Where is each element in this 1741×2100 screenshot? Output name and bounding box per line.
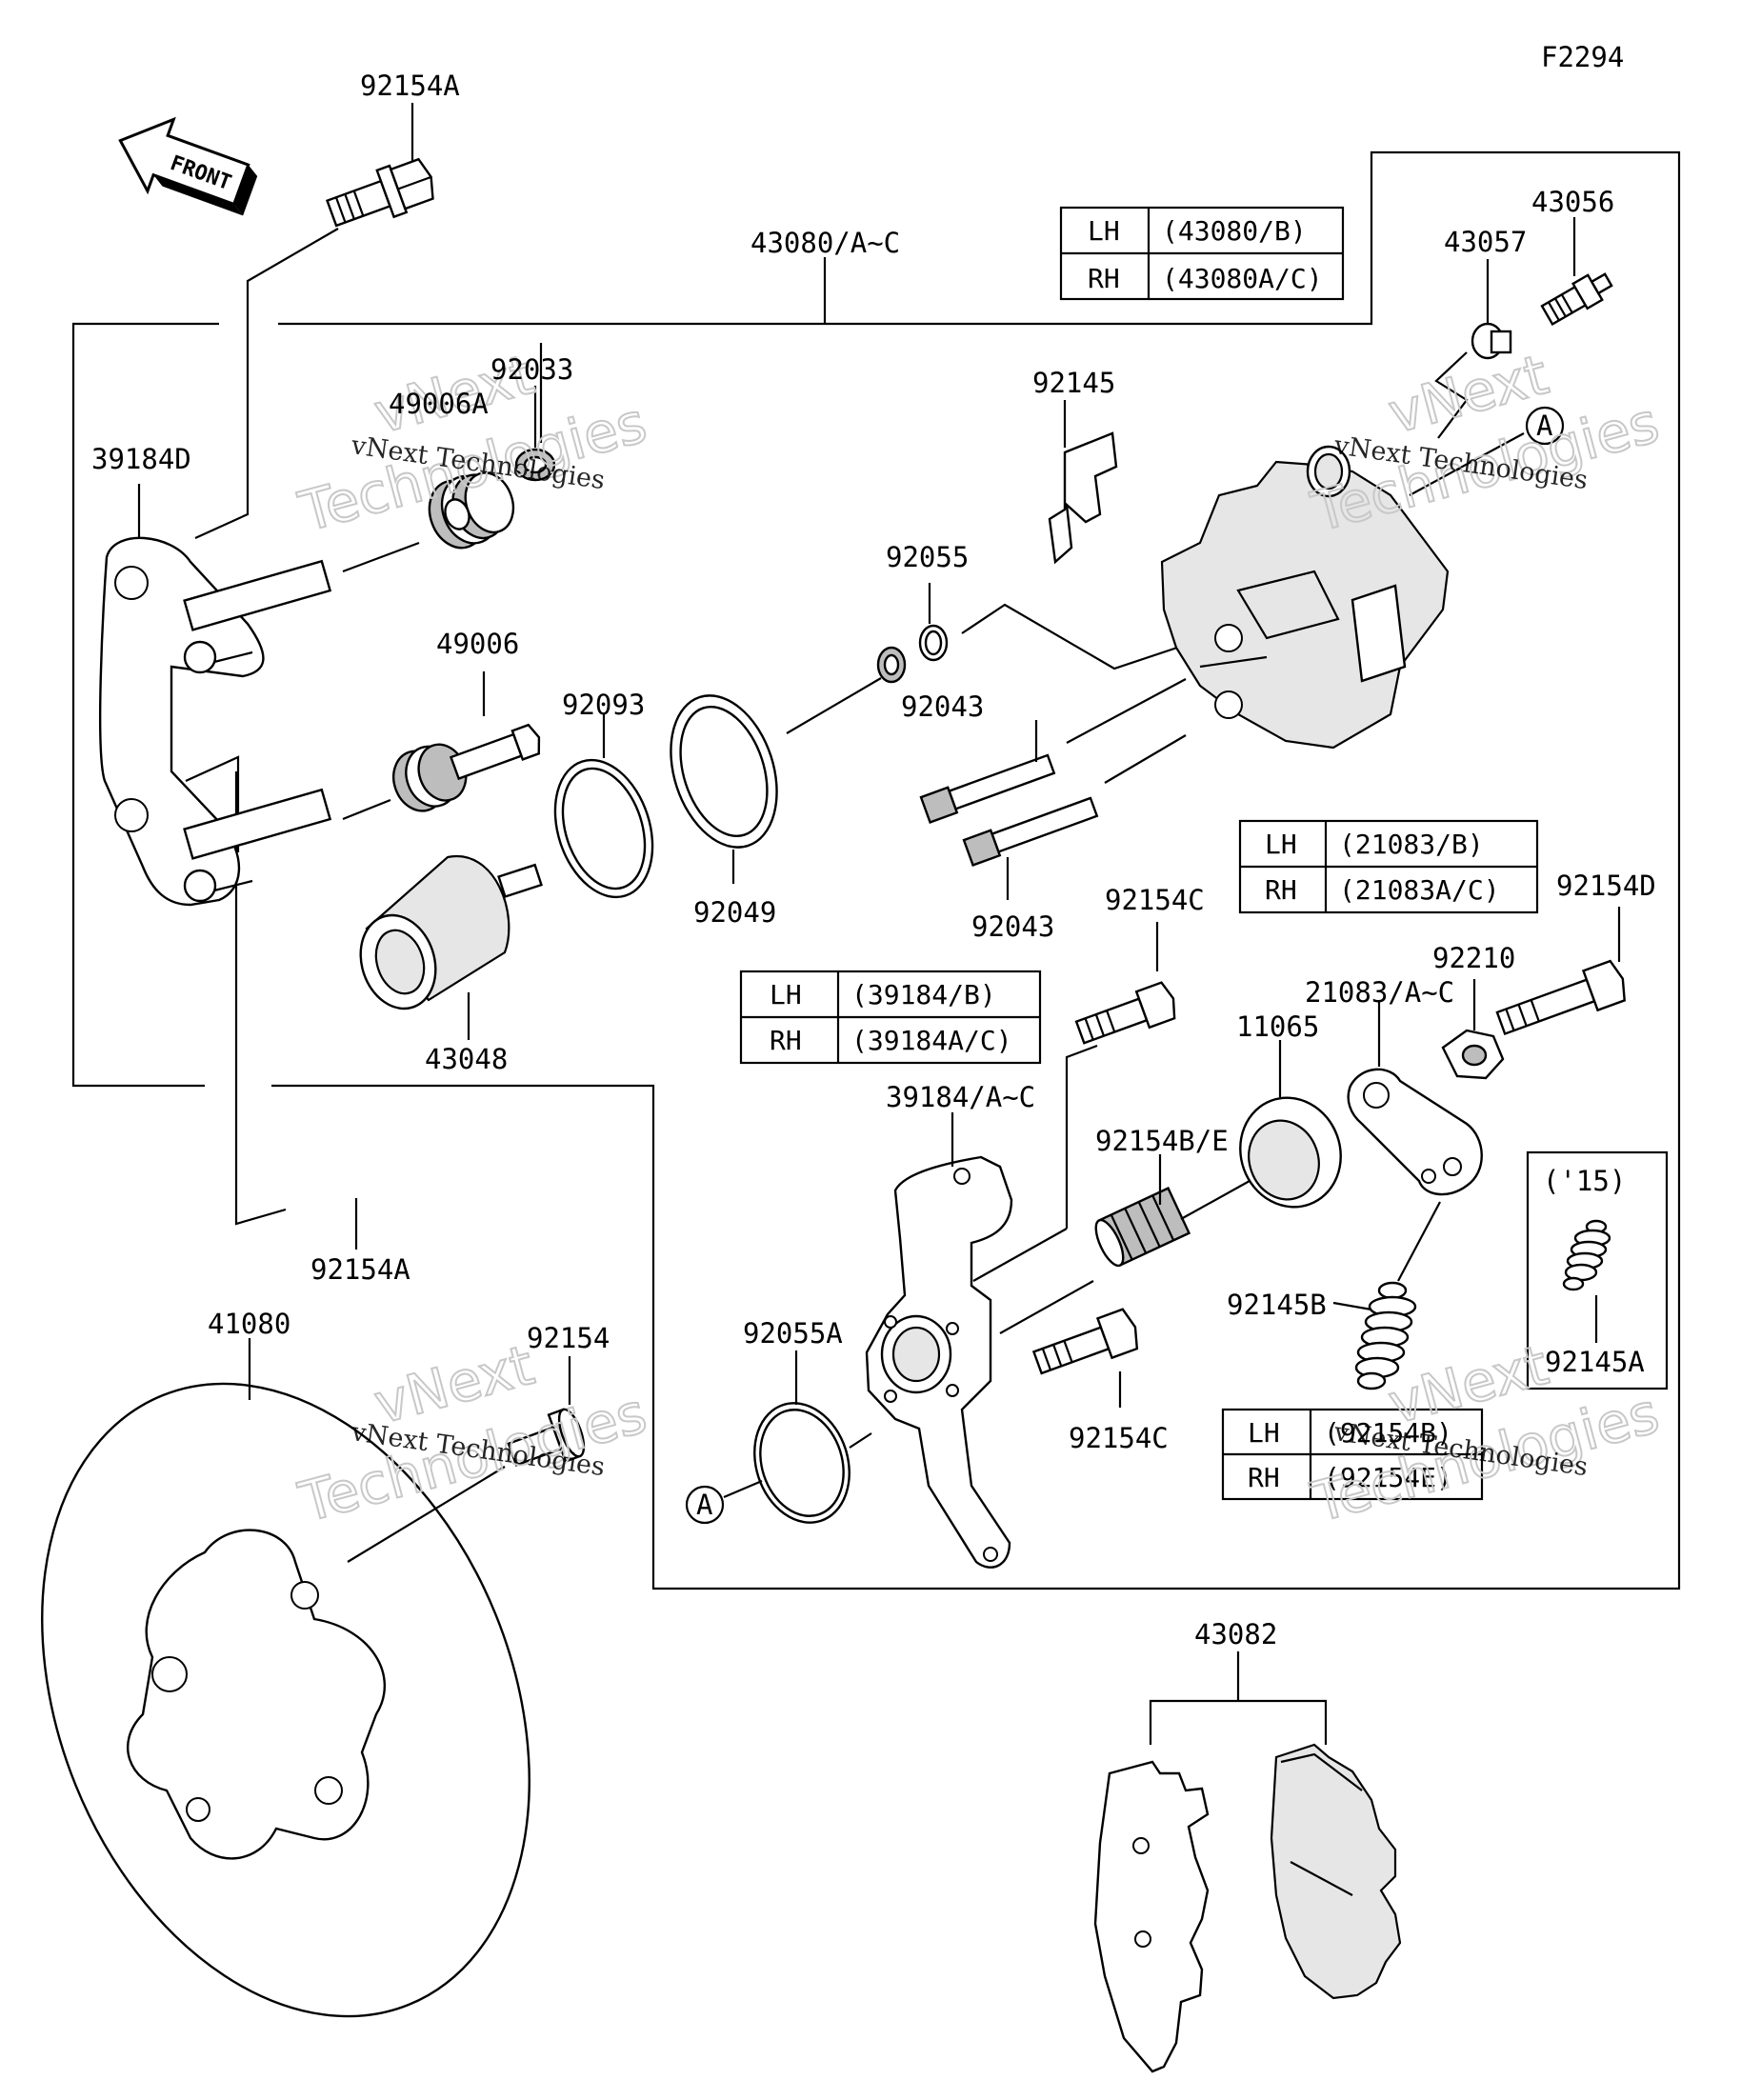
table-bracket-lh-value: (39184/B)	[851, 979, 996, 1010]
table-caliper-lh-label: LH	[1088, 215, 1120, 247]
label-92145A: 92145A	[1545, 1346, 1645, 1378]
table-bracket: LH RH (39184/B) (39184A/C)	[739, 970, 1042, 1065]
bolt-92154	[507, 1408, 586, 1467]
table-bolt-lh-label: LH	[1248, 1417, 1280, 1449]
spring-92145B	[1354, 1281, 1417, 1390]
frame-lines	[71, 103, 1681, 1745]
table-caliper-lh-value: (43080/B)	[1162, 215, 1307, 247]
part-labels: 92154A 43080/A~C 43056 43057 92033 49006…	[91, 70, 1656, 1650]
label-43080: 43080/A~C	[750, 227, 900, 259]
bolt-92154C-bottom	[1031, 1308, 1139, 1375]
label-92055: 92055	[886, 541, 969, 573]
label-92043-bottom: 92043	[971, 910, 1054, 943]
label-92154: 92154	[527, 1322, 610, 1354]
label-92154C-bottom: 92154C	[1069, 1422, 1169, 1454]
svg-text:A: A	[696, 1489, 712, 1521]
label-41080: 41080	[208, 1308, 290, 1340]
table-bolt-rh-value: (92154E)	[1324, 1462, 1452, 1493]
brake-pad-left	[1093, 1760, 1210, 2073]
label-92043-top: 92043	[901, 690, 984, 723]
label-21083: 21083/A~C	[1305, 976, 1454, 1009]
brake-disc-41080	[41, 1382, 530, 2018]
table-caliper: LH RH (43080/B) (43080A/C)	[1059, 206, 1345, 301]
bolt-92154C-top	[1074, 981, 1176, 1045]
cap-43057	[1471, 322, 1512, 360]
label-92154A-top: 92154A	[360, 70, 460, 102]
ring-11065	[1239, 1096, 1342, 1209]
label-92154C-top: 92154C	[1105, 884, 1205, 916]
pin-92043-top	[919, 753, 1056, 824]
table-bracket-rh-value: (39184A/C)	[851, 1025, 1012, 1056]
caliper-body	[1160, 445, 1450, 750]
label-92055A: 92055A	[743, 1317, 843, 1350]
label-49006A: 49006A	[389, 388, 489, 420]
table-bracket-rh-label: RH	[770, 1025, 802, 1056]
table-bolt-lh-value: (92154B)	[1324, 1417, 1452, 1449]
label-92154BE: 92154B/E	[1095, 1125, 1229, 1157]
label-92093: 92093	[562, 689, 645, 721]
front-arrow-icon: FRONT	[118, 116, 258, 216]
table-lever-rh-label: RH	[1265, 874, 1297, 906]
label-92145: 92145	[1032, 367, 1115, 399]
table-bolt-rh-label: RH	[1248, 1462, 1280, 1493]
oring-92055A	[753, 1402, 850, 1524]
label-43048: 43048	[425, 1043, 508, 1075]
ref-marker-bottom: A	[685, 1485, 725, 1525]
svg-text:A: A	[1536, 410, 1552, 442]
table-caliper-rh-label: RH	[1088, 263, 1120, 294]
table-bracket-lh-label: LH	[770, 979, 802, 1010]
bracket-39184	[865, 1155, 1013, 1569]
figure-code: F2294	[1541, 41, 1624, 73]
boot-49006A	[428, 471, 515, 550]
seal-92093	[553, 758, 654, 899]
table-caliper-rh-value: (43080A/C)	[1162, 263, 1323, 294]
boot-49006	[392, 723, 541, 812]
label-92049: 92049	[693, 896, 776, 929]
table-lever-lh-label: LH	[1265, 829, 1297, 860]
table-lever-lh-value: (21083/B)	[1339, 829, 1484, 860]
label-92210: 92210	[1432, 942, 1515, 974]
label-49006: 49006	[436, 628, 519, 660]
ring-92055	[876, 624, 949, 684]
label-92033: 92033	[490, 353, 573, 386]
seal-92049	[670, 694, 778, 849]
table-lever-rh-value: (21083A/C)	[1339, 874, 1500, 906]
lever-21083	[1347, 1068, 1483, 1196]
nut-92210	[1441, 1029, 1505, 1080]
bracket-39184D	[98, 536, 332, 907]
table-lever: LH RH (21083/B) (21083A/C)	[1238, 819, 1539, 914]
label-43082: 43082	[1194, 1618, 1277, 1650]
label-39184: 39184/A~C	[886, 1081, 1035, 1113]
label-11065: 11065	[1236, 1010, 1319, 1043]
label-43057: 43057	[1444, 226, 1527, 258]
label-39184D: 39184D	[91, 443, 191, 475]
bolt-92154D	[1495, 959, 1626, 1036]
label-1915: ('15)	[1543, 1165, 1626, 1197]
spring-92145A	[1562, 1219, 1611, 1291]
watermark-top-right: vNext Technologies vNext Technologies	[1304, 341, 1666, 546]
bolt-92154A-top	[325, 157, 434, 228]
label-92145B: 92145B	[1227, 1289, 1327, 1321]
ref-marker-top: A	[1525, 406, 1565, 446]
label-92154D: 92154D	[1556, 870, 1656, 902]
bleeder-43056	[1540, 272, 1613, 327]
label-92154A-mid: 92154A	[310, 1253, 410, 1286]
ring-92033	[514, 448, 556, 482]
bolt-92154BE	[1094, 1187, 1191, 1268]
clip-92145	[1048, 431, 1118, 565]
piston-43048	[359, 854, 543, 1010]
pin-92043-bottom	[962, 796, 1099, 867]
table-bolt: LH RH (92154B) (92154E)	[1221, 1408, 1484, 1501]
label-43056: 43056	[1531, 186, 1614, 218]
brake-pad-right	[1270, 1743, 1402, 2000]
box-1915	[1526, 1150, 1669, 1390]
